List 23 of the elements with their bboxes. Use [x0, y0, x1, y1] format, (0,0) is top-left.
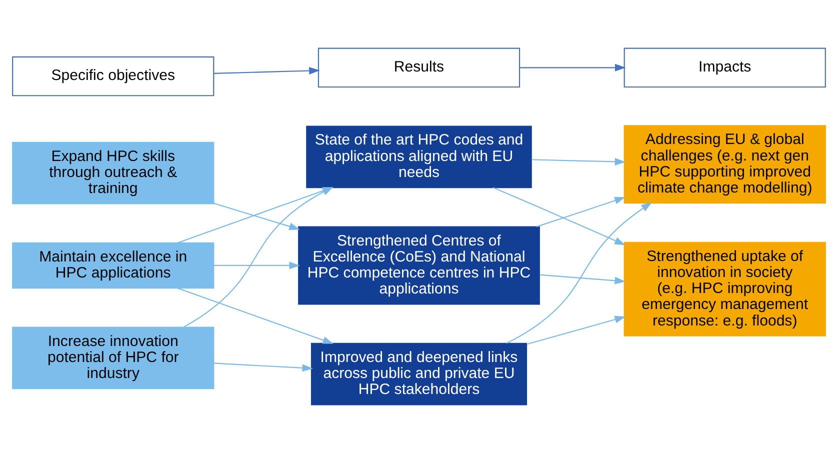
node-box: Specific objectives: [12, 56, 214, 96]
arrow: [214, 262, 300, 270]
arrow: [526, 316, 626, 345]
node-box: Expand HPC skills through outreach & training: [12, 142, 214, 204]
arrow: [520, 64, 626, 72]
node-box: Addressing EU & global challenges (e.g. next gen HPC supporting improved climate change modelling): [624, 125, 826, 204]
arrow: [536, 196, 626, 228]
arrow: [492, 187, 626, 246]
node-box: Results: [318, 48, 520, 88]
node-box: Strengthened uptake of innovation in society (e.g. HPC improving emergency management response: e.g. floods): [624, 242, 826, 336]
node-box: Impacts: [624, 48, 826, 88]
node-box: Maintain excellence in HPC applications: [12, 242, 214, 289]
arrow: [540, 274, 626, 284]
node-box: Improved and deepened links across public and private EU HPC stakeholders: [310, 342, 528, 406]
arrow: [214, 202, 300, 230]
arrow: [506, 202, 652, 344]
node-box: Increase innovation potential of HPC for industry: [12, 326, 214, 390]
node-box: Strengthened Centres of Excellence (CoEs) and National HPC competence centres in HPC applications: [298, 226, 540, 305]
arrow: [531, 158, 626, 166]
arrow: [214, 66, 320, 74]
arrow: [214, 362, 314, 372]
node-box: State of the art HPC codes and applications aligned with EU needs: [306, 126, 532, 188]
arrow: [177, 288, 334, 344]
